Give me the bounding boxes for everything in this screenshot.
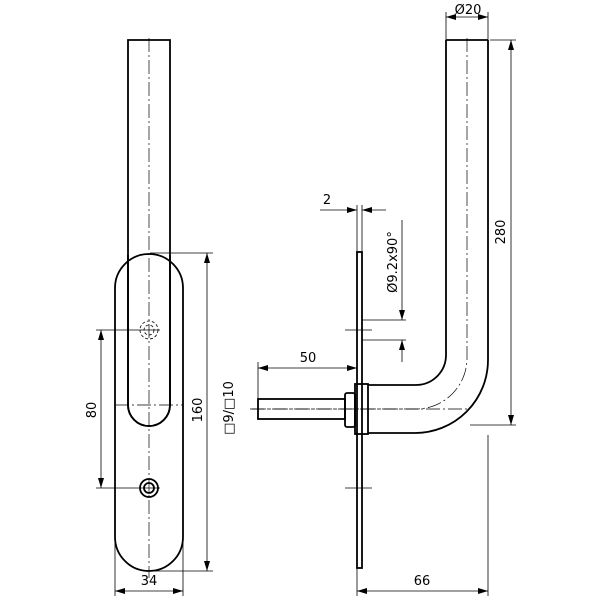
dimension-countersink: Ø9.2x90° xyxy=(362,220,406,362)
dimension-50: 50 xyxy=(257,351,357,399)
side-view: Ø9.2x90° 2 50 □9/□10 66 xyxy=(222,3,516,596)
escutcheon-plate xyxy=(114,253,184,572)
dimension-66: 66 xyxy=(356,435,489,596)
dim-34-label: 34 xyxy=(141,574,158,589)
dimension-tube-diameter: Ø20 xyxy=(445,3,489,40)
dim-diameter-label: Ø20 xyxy=(455,3,482,18)
dimension-80: 80 xyxy=(85,329,160,489)
dim-160-label: 160 xyxy=(191,398,206,423)
countersink-marks xyxy=(345,329,372,489)
dim-2-label: 2 xyxy=(323,193,331,208)
dimension-2: 2 xyxy=(320,193,386,252)
dim-80-label: 80 xyxy=(85,402,100,419)
dimension-280: 280 xyxy=(470,39,516,426)
dim-countersink-label: Ø9.2x90° xyxy=(386,231,401,293)
dim-square-label: □9/□10 xyxy=(222,381,237,435)
dimension-160: 160 xyxy=(150,252,213,572)
front-view: 80 160 34 xyxy=(85,38,213,596)
rose-plate xyxy=(356,251,363,569)
dim-280-label: 280 xyxy=(494,220,509,245)
dim-50-label: 50 xyxy=(300,351,317,366)
dim-66-label: 66 xyxy=(414,574,431,589)
washer xyxy=(344,392,356,428)
dimension-34: 34 xyxy=(114,540,184,596)
